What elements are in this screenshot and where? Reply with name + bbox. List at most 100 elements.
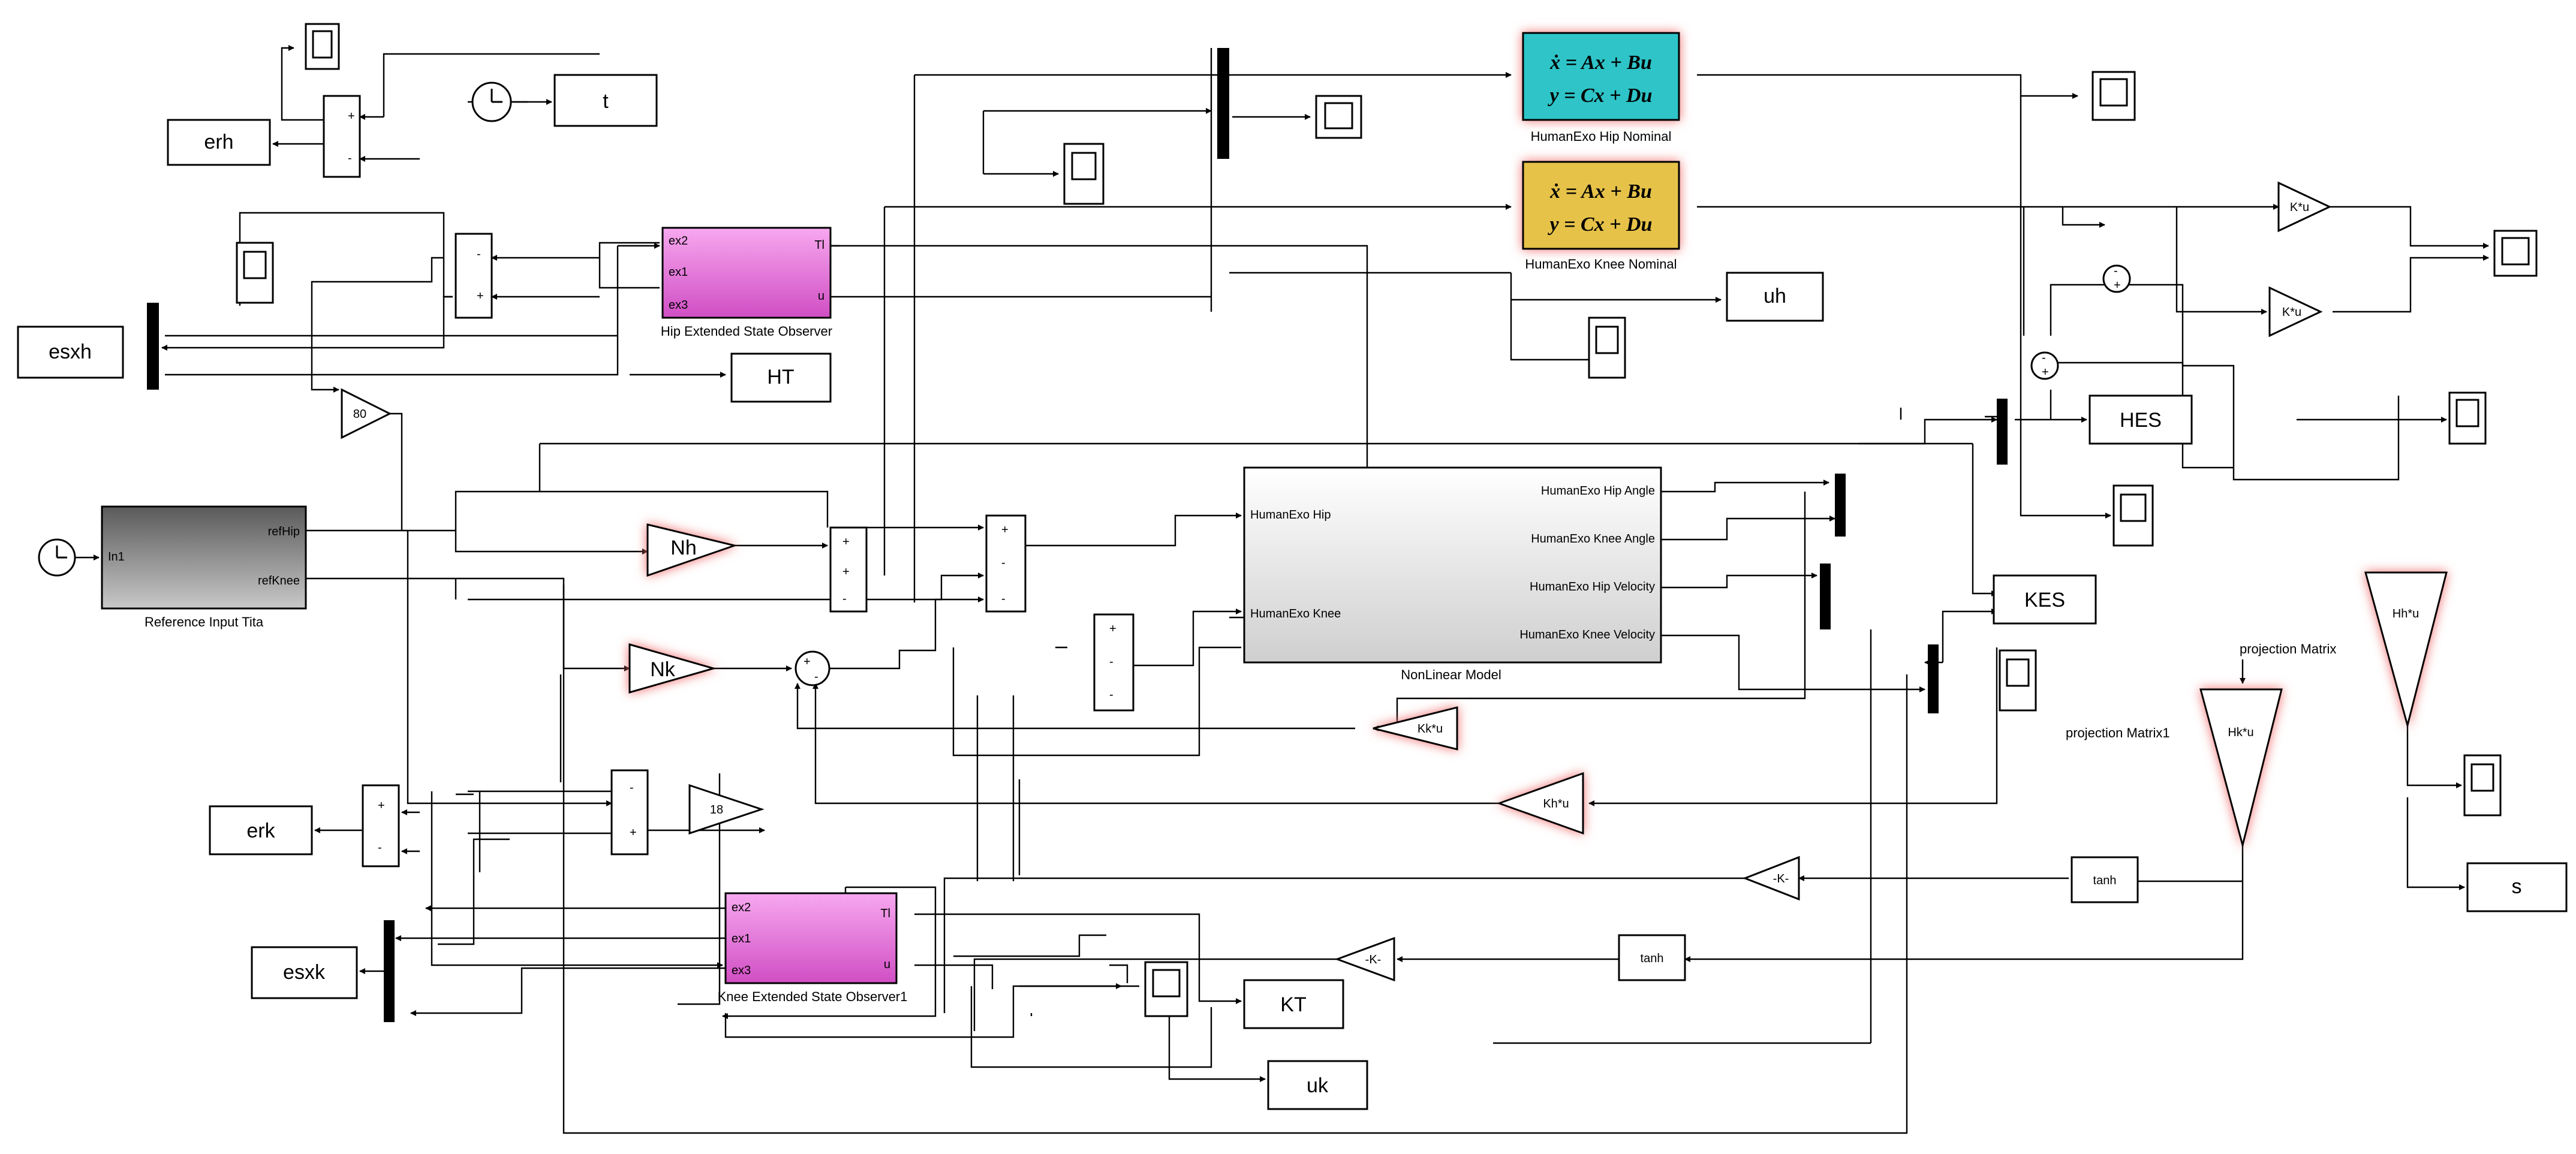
sum-sign: +: [842, 565, 850, 578]
output-block-kt[interactable]: KT: [1243, 979, 1344, 1029]
sum-circle[interactable]: - +: [2030, 351, 2059, 380]
scope-block[interactable]: [2448, 391, 2487, 445]
block-label: Nk: [650, 658, 676, 681]
block-label: -K-: [1773, 872, 1789, 885]
gain-block-k-u-1[interactable]: K*u: [2277, 181, 2332, 233]
gain-block-kh-u[interactable]: Kh*u: [1496, 772, 1584, 835]
output-block-ht[interactable]: HT: [730, 352, 832, 403]
block-label: Nh: [670, 537, 696, 559]
output-block-esxh[interactable]: esxh: [17, 326, 124, 379]
annotation-projection-matrix1: projection Matrix1: [2066, 725, 2170, 740]
sum-sign: +: [2114, 279, 2121, 292]
output-block-uk[interactable]: uk: [1267, 1060, 1368, 1110]
block-label: KES: [2024, 589, 2065, 611]
block-label: esxh: [49, 341, 92, 363]
block-caption: NonLinear Model: [1401, 667, 1501, 682]
output-block-erk[interactable]: erk: [209, 805, 313, 855]
equation-output: y = Cx + Du: [1548, 85, 1653, 107]
sum-sign: -: [842, 592, 847, 605]
scope-block[interactable]: [2493, 230, 2538, 277]
output-block-t[interactable]: t: [553, 74, 658, 127]
sum-block[interactable]: + - -: [1093, 613, 1134, 712]
scope-block[interactable]: [2463, 754, 2502, 816]
port-label: ex2: [669, 234, 688, 248]
gain-block-k-u-2[interactable]: K*u: [2268, 286, 2323, 338]
clock-block[interactable]: [38, 538, 76, 577]
sum-sign: +: [477, 290, 484, 303]
mux-block[interactable]: [1928, 644, 1939, 713]
mux-block[interactable]: [1997, 399, 2008, 465]
gain-block-hk-u[interactable]: Hk*u: [2199, 688, 2283, 849]
gain-block-kk-u[interactable]: Kk*u: [1373, 706, 1458, 751]
sum-block[interactable]: - +: [455, 233, 493, 319]
block-label: K*u: [2290, 201, 2309, 214]
sum-sign: +: [1109, 622, 1117, 635]
sum-block[interactable]: + + -: [829, 526, 868, 613]
tanh-block-2[interactable]: tanh: [1618, 934, 1686, 981]
sum-sign: +: [348, 110, 355, 123]
gain-block-80[interactable]: 80: [341, 388, 392, 439]
sum-block[interactable]: - +: [610, 769, 649, 855]
scope-block[interactable]: [1588, 317, 1626, 379]
block-label: 80: [353, 408, 366, 421]
mux-block[interactable]: [1217, 48, 1229, 159]
gain-block-18[interactable]: 18: [688, 784, 765, 835]
hip-extended-state-observer[interactable]: ex2 ex1 ex3 Tl u: [661, 227, 832, 319]
output-block-s[interactable]: s: [2466, 862, 2568, 912]
output-block-hes[interactable]: HES: [2089, 394, 2193, 445]
nonlinear-model[interactable]: HumanExo Hip HumanExo Knee HumanExo Hip …: [1243, 466, 1662, 664]
sum-sign: -: [378, 841, 382, 854]
sum-block[interactable]: + -: [362, 784, 400, 867]
reference-input-tita[interactable]: In1 refHip refKnee: [101, 505, 307, 610]
port-label: u: [818, 290, 824, 303]
mux-block[interactable]: [1835, 474, 1846, 537]
scope-block[interactable]: [2112, 484, 2154, 547]
sum-circle[interactable]: + -: [795, 650, 830, 686]
block-label: tanh: [2093, 874, 2117, 887]
sum-block-erh[interactable]: + -: [323, 95, 361, 178]
equation-state: ẋ = Ax + Bu: [1549, 52, 1652, 74]
scope-block[interactable]: [305, 23, 340, 70]
block-label: K*u: [2282, 306, 2301, 319]
scope-block[interactable]: [1999, 649, 2037, 712]
port-label: HumanExo Knee: [1250, 607, 1341, 620]
knee-extended-state-observer[interactable]: ex2 ex1 ex3 Tl u: [724, 892, 898, 984]
gain-block-hh-u[interactable]: Hh*u: [2364, 571, 2448, 729]
sum-sign: -: [1001, 556, 1006, 570]
sum-sign: -: [814, 670, 818, 683]
annotation-projection-matrix: projection Matrix: [2240, 641, 2336, 656]
mux-block[interactable]: [384, 920, 395, 1022]
port-label: HumanExo Hip Velocity: [1530, 580, 1655, 593]
sum-sign: -: [630, 781, 634, 794]
sum-sign: +: [2042, 366, 2049, 379]
state-space-hip-nominal[interactable]: ẋ = Ax + Bu y = Cx + Du: [1522, 32, 1680, 121]
mux-block[interactable]: [147, 303, 159, 390]
output-block-esxk[interactable]: esxk: [251, 946, 358, 999]
tanh-block-1[interactable]: tanh: [2071, 856, 2139, 903]
gain-block-nk[interactable]: Nk: [628, 643, 717, 694]
block-label: t: [603, 90, 609, 113]
sum-sign: +: [842, 535, 850, 549]
block-label: HES: [2120, 409, 2162, 432]
block-label: Kk*u: [1418, 722, 1443, 736]
mux-block[interactable]: [1820, 564, 1831, 629]
gain-block-neg-k-1[interactable]: -K-: [1742, 855, 1800, 901]
port-label: HumanExo Hip: [1250, 508, 1331, 522]
scope-block[interactable]: [1315, 95, 1362, 139]
gain-block-neg-k-2[interactable]: -K-: [1334, 936, 1395, 982]
output-block-erh[interactable]: erh: [167, 119, 271, 166]
port-label: refKnee: [258, 574, 300, 587]
sum-block[interactable]: + - -: [985, 514, 1027, 613]
scope-block[interactable]: [1144, 961, 1188, 1017]
gain-block-nh[interactable]: Nh: [646, 523, 738, 577]
sum-circle[interactable]: - +: [2102, 264, 2131, 293]
output-block-uh[interactable]: uh: [1726, 272, 1824, 322]
state-space-knee-nominal[interactable]: ẋ = Ax + Bu y = Cx + Du: [1522, 161, 1680, 250]
clock-block[interactable]: [471, 82, 512, 122]
scope-block[interactable]: [1063, 143, 1105, 205]
port-label: refHip: [268, 525, 300, 538]
output-block-kes[interactable]: KES: [1993, 574, 2097, 625]
port-label: ex1: [732, 932, 751, 945]
scope-block[interactable]: [2092, 71, 2136, 121]
scope-block[interactable]: [236, 242, 274, 304]
